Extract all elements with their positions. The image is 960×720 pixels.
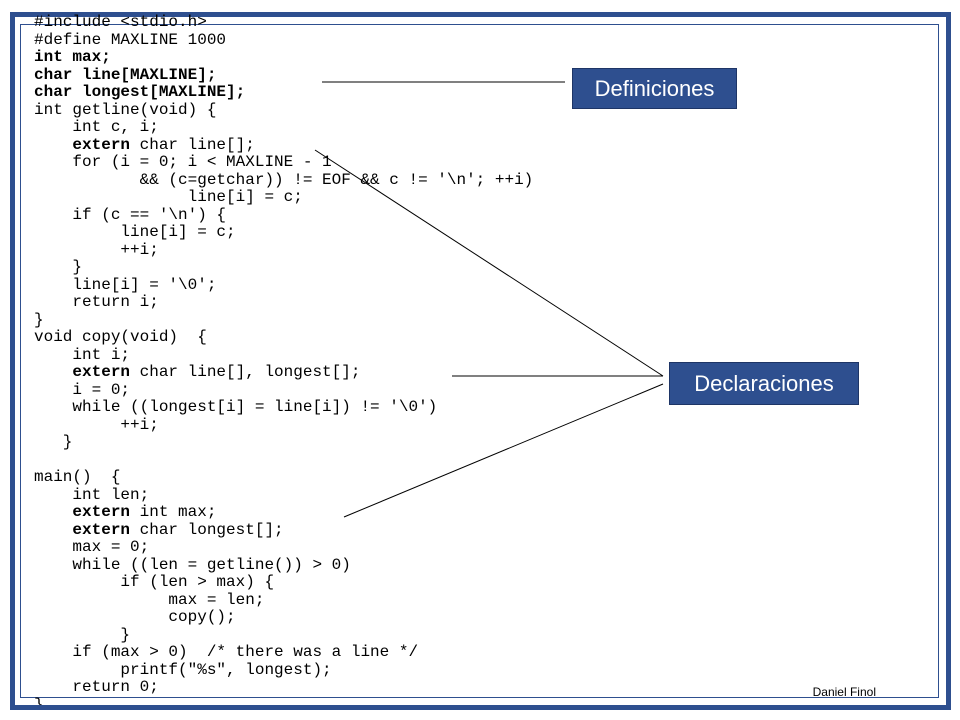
code-line: ++i; (34, 415, 159, 434)
code-line: && (c=getchar)) != EOF && c != '\n'; ++i… (34, 170, 534, 189)
declarations-label: Declaraciones (669, 362, 859, 405)
code-line-text: char longest[]; (130, 520, 284, 539)
code-line: } (34, 433, 73, 451)
code-line: int getline(void) { (34, 100, 217, 119)
code-line: void copy(void) { (34, 328, 207, 346)
code-line: return i; (34, 293, 159, 311)
code-line: while ((len = getline()) > 0) (34, 555, 351, 574)
code-line: if (len > max) { (34, 573, 275, 591)
code-line: line[i] = '\0'; (34, 275, 217, 294)
code-line: line[i] = c; (34, 188, 303, 206)
definitions-label: Definiciones (572, 68, 737, 109)
code-line-text: char line[], longest[]; (130, 363, 361, 381)
extern-keyword: extern (72, 503, 131, 521)
code-line: int len; (34, 485, 150, 504)
slide-frame-outer (10, 12, 951, 710)
code-line-text: char line[]; (130, 135, 255, 154)
extern-keyword: extern (72, 135, 131, 154)
slide-frame-inner (20, 24, 939, 698)
extern-keyword: extern (72, 520, 131, 539)
code-line: copy(); (34, 608, 236, 626)
code-line-text: int max; (130, 503, 217, 521)
code-line: #include <stdio.h> (34, 13, 207, 31)
code-line: extern int max; (34, 503, 674, 522)
code-line: int c, i; (34, 118, 159, 136)
code-line: for (i = 0; i < MAXLINE - 1 (34, 153, 332, 171)
code-line: if (max > 0) /* there was a line */ (34, 643, 419, 661)
code-line: line[i] = c; (34, 223, 236, 241)
code-line: extern char longest[]; (34, 520, 674, 540)
code-line: } (34, 258, 83, 276)
code-line: max = len; (34, 590, 265, 609)
author-credit: Daniel Finol (812, 685, 876, 699)
code-line: while ((longest[i] = line[i]) != '\0') (34, 398, 438, 416)
code-line: int max; (34, 48, 111, 66)
declarations-pointer-line-getline (314, 149, 664, 377)
code-line: extern char line[], longest[]; (34, 363, 674, 382)
code-line: extern char line[]; (34, 135, 674, 155)
code-line: if (c == '\n') { (34, 205, 227, 224)
declarations-pointer-line-main (343, 383, 664, 518)
code-line: char longest[MAXLINE]; (34, 83, 246, 101)
extern-keyword: extern (72, 363, 131, 381)
code-line: char line[MAXLINE]; (34, 65, 217, 84)
code-line: } (34, 310, 44, 329)
code-line: printf("%s", longest); (34, 660, 332, 679)
code-line: main() { (34, 468, 121, 486)
code-line: return 0; (34, 678, 159, 696)
code-line: max = 0; (34, 538, 150, 556)
code-line: } (34, 625, 131, 644)
code-line: ++i; (34, 240, 159, 259)
code-line: #define MAXLINE 1000 (34, 30, 227, 49)
code-line: i = 0; (34, 380, 131, 399)
code-line: } (34, 697, 674, 705)
code-line: int i; (34, 345, 131, 364)
